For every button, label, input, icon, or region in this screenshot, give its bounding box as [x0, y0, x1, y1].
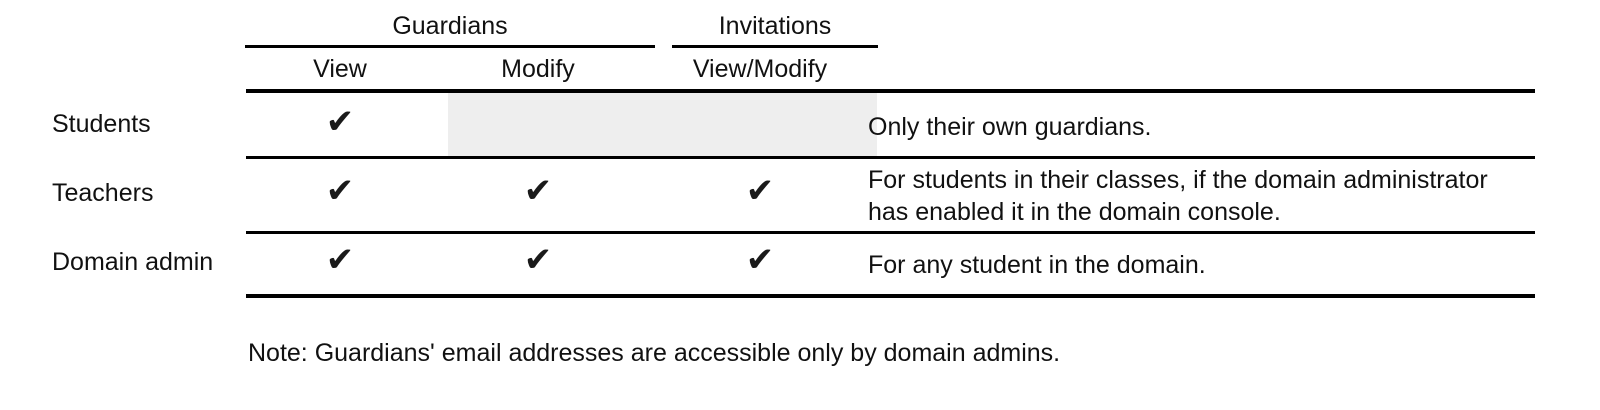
row-description-domain-admin: For any student in the domain. [868, 249, 1528, 281]
row-label-teachers: Teachers [52, 179, 154, 207]
description-line: has enabled it in the domain console. [868, 198, 1281, 226]
shaded-not-applicable-cell [448, 93, 877, 156]
row-description-students: Only their own guardians. [868, 111, 1528, 143]
checkmark-icon-students-guardians-view: ✔ [325, 102, 355, 142]
checkmark-icon-domain-admin-guardians-view: ✔ [325, 240, 355, 280]
column-group-header-guardians: Guardians [392, 12, 508, 40]
checkmark-icon-domain-admin-guardians-modify: ✔ [523, 240, 553, 280]
column-header-view: View [313, 55, 367, 83]
row-separator-rule-2 [246, 231, 1535, 234]
description-line: For any student in the domain. [868, 251, 1206, 279]
column-group-rule-invitations [672, 45, 878, 48]
description-line: Only their own guardians. [868, 113, 1152, 141]
table-bottom-rule [246, 294, 1535, 298]
row-description-teachers: For students in their classes, if the do… [868, 164, 1528, 228]
column-group-header-invitations: Invitations [718, 12, 832, 40]
checkmark-icon-teachers-guardians-modify: ✔ [523, 171, 553, 211]
checkmark-icon-teachers-invitations-view-modify: ✔ [745, 171, 775, 211]
column-group-rule-guardians [245, 45, 655, 48]
checkmark-icon-domain-admin-invitations-view-modify: ✔ [745, 240, 775, 280]
column-header-modify: Modify [501, 55, 575, 83]
header-bottom-rule [246, 89, 1535, 93]
row-label-students: Students [52, 110, 151, 138]
row-label-domain-admin: Domain admin [52, 248, 214, 276]
column-header-view-modify: View/Modify [692, 55, 828, 83]
table-footnote: Note: Guardians' email addresses are acc… [248, 339, 1061, 367]
description-line: For students in their classes, if the do… [868, 166, 1488, 194]
row-separator-rule-1 [246, 156, 1535, 159]
checkmark-icon-teachers-guardians-view: ✔ [325, 171, 355, 211]
